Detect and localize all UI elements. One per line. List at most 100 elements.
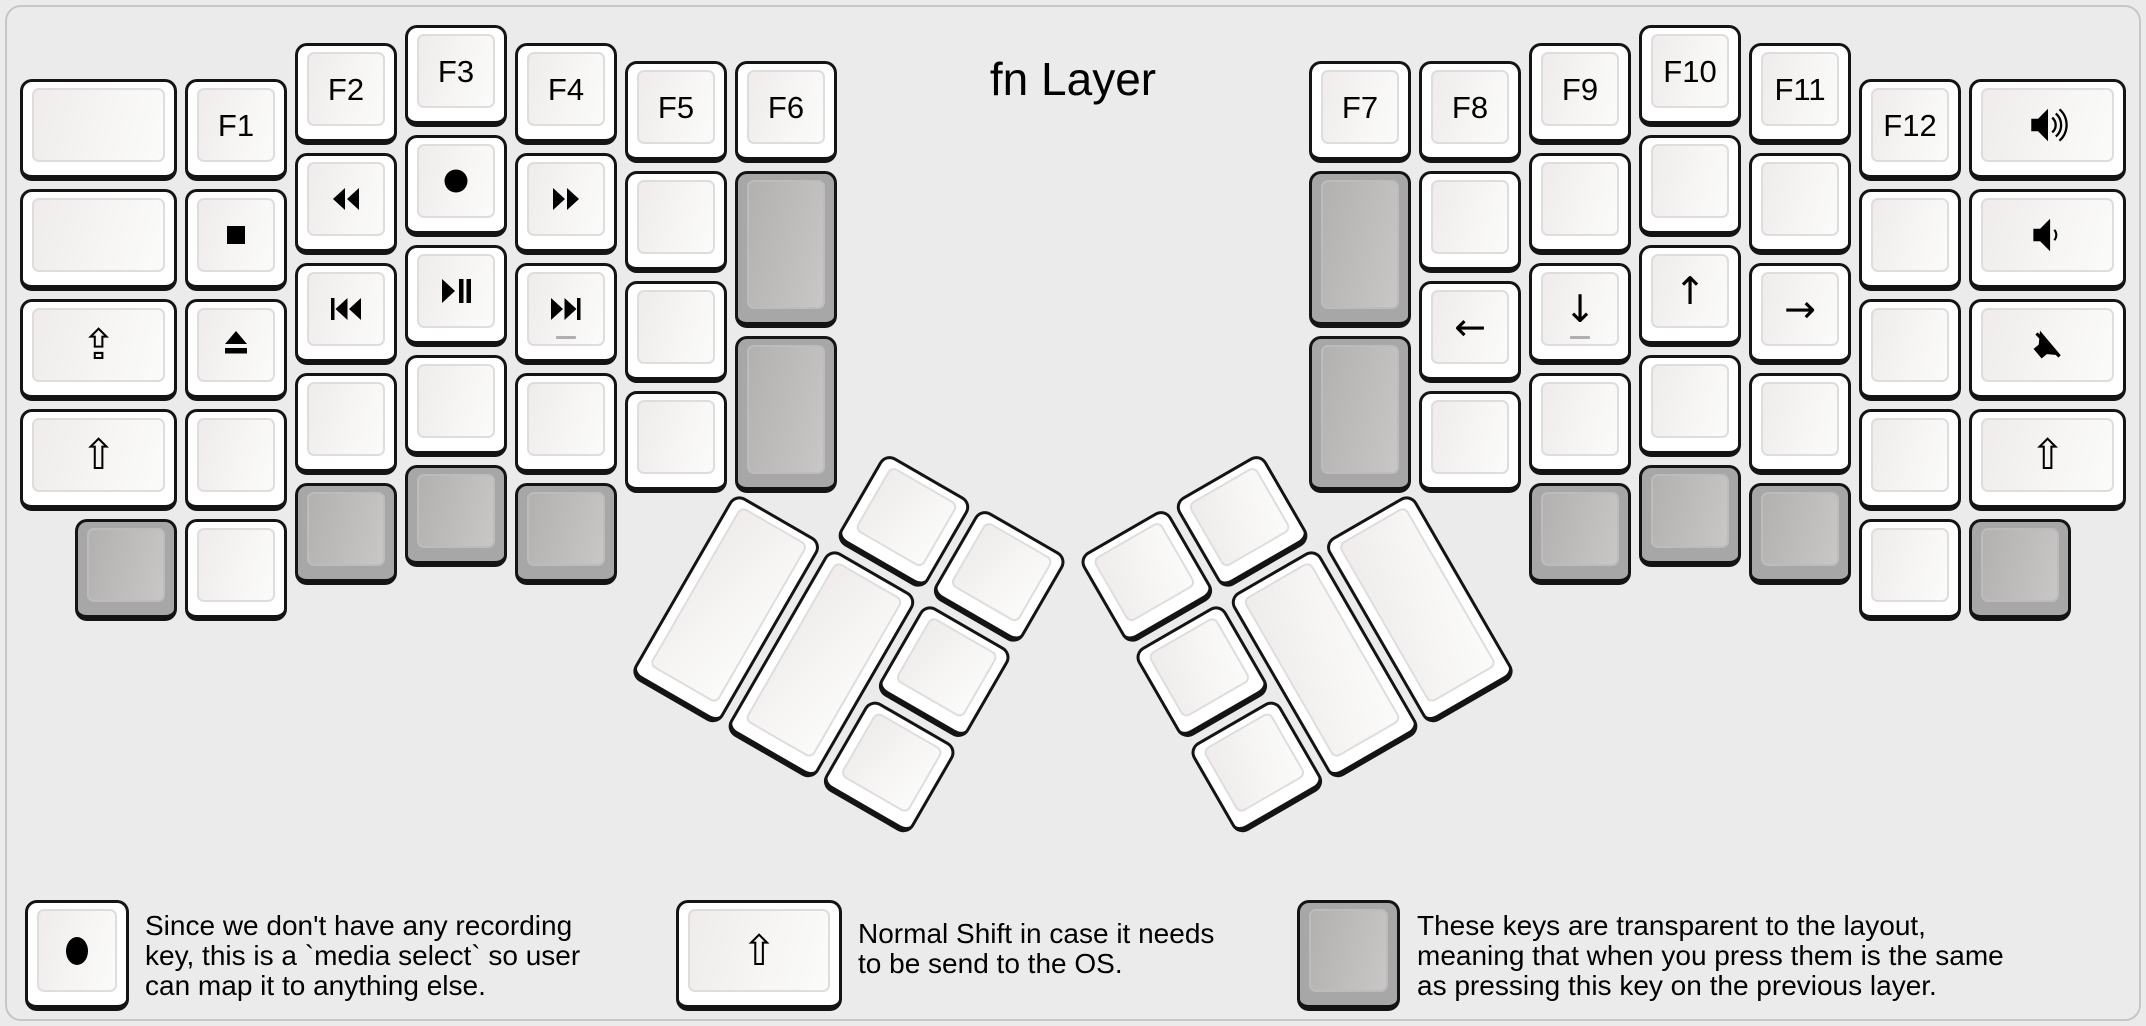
key-blank[interactable] — [185, 519, 287, 621]
homing-bar — [556, 336, 576, 339]
key-arrow-left[interactable]: ← — [1419, 281, 1521, 383]
key-f6[interactable]: F6 — [735, 61, 837, 163]
key-f8[interactable]: F8 — [1419, 61, 1521, 163]
key-f4[interactable]: F4 — [515, 43, 617, 145]
rewind-icon — [333, 188, 359, 210]
key-blank[interactable] — [1639, 355, 1741, 457]
key-f7[interactable]: F7 — [1309, 61, 1411, 163]
key-blank[interactable] — [1529, 373, 1631, 475]
legend-media-select-text: Since we don't have any recording key, t… — [145, 910, 581, 1001]
key-transparent[interactable] — [735, 171, 837, 328]
key-label: F8 — [1451, 89, 1489, 125]
key-transparent[interactable] — [405, 465, 507, 567]
key-f10[interactable]: F10 — [1639, 25, 1741, 127]
key-label: ⇧ — [2029, 430, 2066, 479]
key-transparent[interactable] — [515, 483, 617, 585]
key-record[interactable] — [405, 135, 507, 237]
key-shift[interactable]: ⇧ — [20, 409, 177, 511]
key-volume-up[interactable] — [1969, 79, 2126, 181]
key-label: F12 — [1883, 107, 1937, 143]
legend-shift-key: ⇧ — [676, 900, 842, 1011]
key-blank[interactable] — [1749, 153, 1851, 255]
key-transparent[interactable] — [1529, 483, 1631, 585]
key-label: F3 — [437, 53, 475, 89]
volume-down-icon — [2032, 218, 2057, 252]
key-label: F9 — [1561, 71, 1599, 107]
volume-up-icon — [2030, 108, 2068, 142]
key-transparent[interactable] — [1969, 519, 2071, 621]
key-blank[interactable] — [20, 79, 177, 181]
key-label: F2 — [327, 71, 365, 107]
key-label: ← — [1454, 305, 1486, 349]
key-f11[interactable]: F11 — [1749, 43, 1851, 145]
key-blank[interactable] — [1859, 519, 1961, 621]
key-f3[interactable]: F3 — [405, 25, 507, 127]
key-label: F4 — [547, 71, 585, 107]
legend-media-select-key — [25, 900, 129, 1011]
key-label: F10 — [1663, 53, 1717, 89]
key-blank[interactable] — [1859, 299, 1961, 401]
previous-track-icon — [331, 298, 361, 320]
key-transparent[interactable] — [75, 519, 177, 621]
key-shift[interactable]: ⇧ — [1969, 409, 2126, 511]
key-blank[interactable] — [1859, 189, 1961, 291]
key-blank[interactable] — [1529, 153, 1631, 255]
key-blank[interactable] — [625, 281, 727, 383]
play-pause-icon — [442, 279, 471, 303]
key-play-pause[interactable] — [405, 245, 507, 347]
key-blank[interactable] — [625, 391, 727, 493]
key-arrow-up[interactable]: ↑ — [1639, 245, 1741, 347]
shift-icon: ⇧ — [741, 925, 777, 975]
key-blank[interactable] — [1419, 391, 1521, 493]
key-rewind[interactable] — [295, 153, 397, 255]
key-stop[interactable] — [185, 189, 287, 291]
key-previous-track[interactable] — [295, 263, 397, 365]
key-blank[interactable] — [515, 373, 617, 475]
page-title: fn Layer — [989, 53, 1157, 105]
key-blank[interactable] — [1749, 373, 1851, 475]
key-label: F6 — [767, 89, 805, 125]
key-eject[interactable] — [185, 299, 287, 401]
key-transparent[interactable] — [735, 336, 837, 493]
key-transparent[interactable] — [1309, 336, 1411, 493]
key-label: ↑ — [1674, 269, 1706, 313]
key-mute[interactable] — [1969, 299, 2126, 401]
homing-bar — [1570, 336, 1590, 339]
key-caps-lock[interactable]: ⇪ — [20, 299, 177, 401]
key-transparent[interactable] — [295, 483, 397, 585]
key-label: ⇪ — [80, 320, 117, 369]
key-blank[interactable] — [1419, 171, 1521, 273]
key-volume-down[interactable] — [1969, 189, 2126, 291]
legend-shift-text: Normal Shift in case it needs to be send… — [858, 918, 1215, 979]
stop-icon — [227, 226, 245, 244]
eject-icon — [225, 331, 247, 354]
key-next-track[interactable] — [515, 263, 617, 365]
key-transparent[interactable] — [1749, 483, 1851, 585]
key-f9[interactable]: F9 — [1529, 43, 1631, 145]
key-blank[interactable] — [295, 373, 397, 475]
key-fast-forward[interactable] — [515, 153, 617, 255]
key-blank[interactable] — [185, 409, 287, 511]
key-label: F11 — [1774, 71, 1826, 107]
key-label: F1 — [217, 107, 255, 143]
key-label: ↓ — [1564, 287, 1596, 331]
key-blank[interactable] — [625, 171, 727, 273]
key-label: F5 — [657, 89, 695, 125]
key-transparent[interactable] — [1309, 171, 1411, 328]
key-blank[interactable] — [1639, 135, 1741, 237]
key-f2[interactable]: F2 — [295, 43, 397, 145]
next-track-icon — [551, 298, 581, 320]
key-blank[interactable] — [20, 189, 177, 291]
record-icon — [444, 169, 468, 193]
legend-transparent-text: These keys are transparent to the layout… — [1417, 910, 2004, 1001]
key-arrow-right[interactable]: → — [1749, 263, 1851, 365]
key-label: F7 — [1341, 89, 1379, 125]
key-f12[interactable]: F12 — [1859, 79, 1961, 181]
key-arrow-down[interactable]: ↓ — [1529, 263, 1631, 365]
key-blank[interactable] — [1859, 409, 1961, 511]
key-transparent[interactable] — [1639, 465, 1741, 567]
key-f1[interactable]: F1 — [185, 79, 287, 181]
record-icon — [66, 936, 88, 965]
key-f5[interactable]: F5 — [625, 61, 727, 163]
key-blank[interactable] — [405, 355, 507, 457]
